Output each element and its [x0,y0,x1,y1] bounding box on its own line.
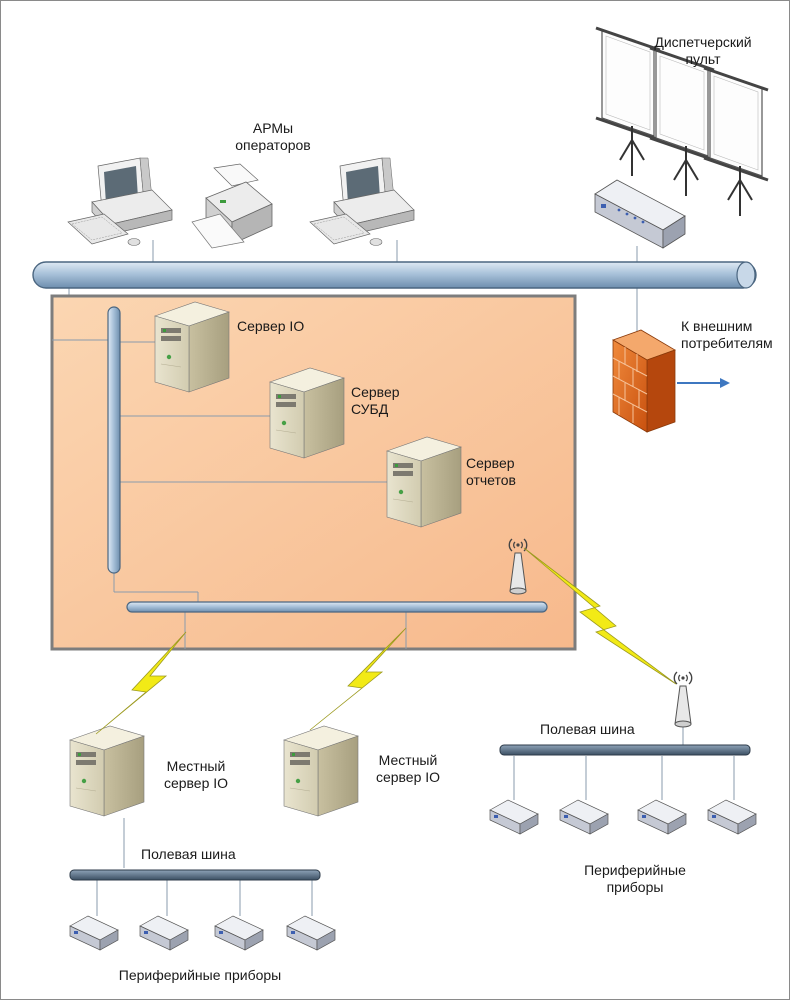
tower-server-icon [283,725,359,817]
printer-icon [191,163,273,249]
server-io-label: Сервер IO [237,318,305,334]
server-dbms-label: Сервер СУБД [351,384,400,417]
server-zone [50,294,577,651]
peripherals-left-label: Периферийные приборы [118,967,282,983]
tower-server-icon [154,301,230,393]
tower-server-icon [69,725,145,817]
local-server-2-label: Местный сервер IO [375,752,441,785]
field-bus-left-label: Полевая шина [141,846,236,862]
server-reports-label: Сервер отчетов [466,455,516,488]
internal-horizontal-bus [126,601,548,613]
tower-server-icon [386,436,462,528]
external-arrow [677,378,730,388]
local-server-1-label: Местный сервер IO [163,758,229,791]
external-consumers-label: К внешним потребителям [681,318,773,351]
network-switch-icon [594,179,686,249]
peripherals-right-label: Периферийные приборы [584,862,686,895]
firewall-brick-wall-icon [612,329,676,433]
dispatcher-panel-label: Диспетчерский пульт [654,34,752,67]
main-backbone-bus [32,261,757,289]
tower-server-icon [269,367,345,459]
internal-vertical-bus [107,306,121,574]
operators-arm-label: АРМы операторов [235,120,311,153]
field-bus-right [499,744,751,756]
field-bus-right-label: Полевая шина [540,721,635,737]
field-bus-left [69,869,321,881]
lightning-bolt-icon [95,547,677,735]
